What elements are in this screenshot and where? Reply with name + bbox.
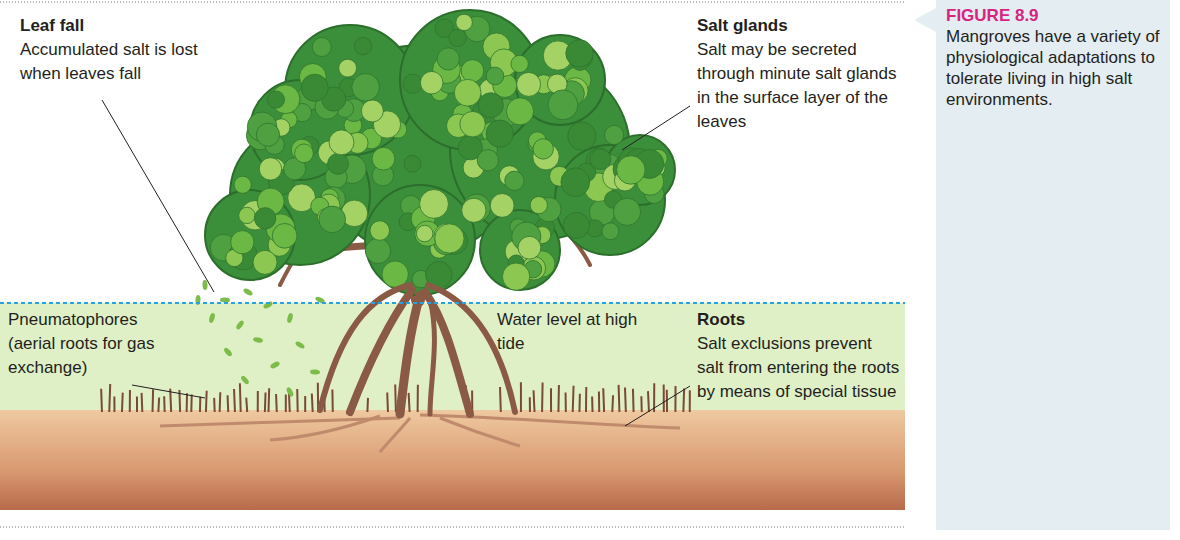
- pneumatophores: [101, 382, 690, 412]
- high-tide-line: [0, 302, 905, 304]
- heading-label: Salt glands: [697, 14, 917, 38]
- caption-panel: FIGURE 8.9Mangroves have a variety of ph…: [936, 0, 1170, 530]
- border-rule: [0, 527, 905, 528]
- leader-line: [102, 100, 214, 292]
- part-label: Pneumatophores (aerial roots for gas exc…: [8, 308, 183, 380]
- border-rule: [0, 2, 905, 3]
- leader-line: [132, 385, 205, 398]
- prop-roots: [320, 285, 515, 414]
- part-label: Water level at high tide: [497, 308, 642, 356]
- falling-leaves: [195, 280, 325, 398]
- description-label: Accumulated salt is lost when leaves fal…: [20, 38, 230, 86]
- description-label: Salt exclusions prevent salt from enteri…: [697, 332, 902, 404]
- figure-number: FIGURE 8.9: [946, 4, 1039, 28]
- tree-canopy: [205, 10, 675, 295]
- soil-roots: [160, 415, 680, 452]
- figure-caption: Mangroves have a variety of physiologica…: [946, 26, 1162, 110]
- leader-line: [622, 106, 690, 150]
- leader-line: [625, 386, 690, 426]
- soil-band: [0, 410, 905, 510]
- panel-pointer: [914, 8, 936, 32]
- description-label: Salt may be secreted through minute salt…: [697, 38, 902, 134]
- heading-label: Roots: [697, 308, 917, 332]
- leader-lines: [102, 100, 690, 426]
- heading-label: Leaf fall: [20, 14, 240, 38]
